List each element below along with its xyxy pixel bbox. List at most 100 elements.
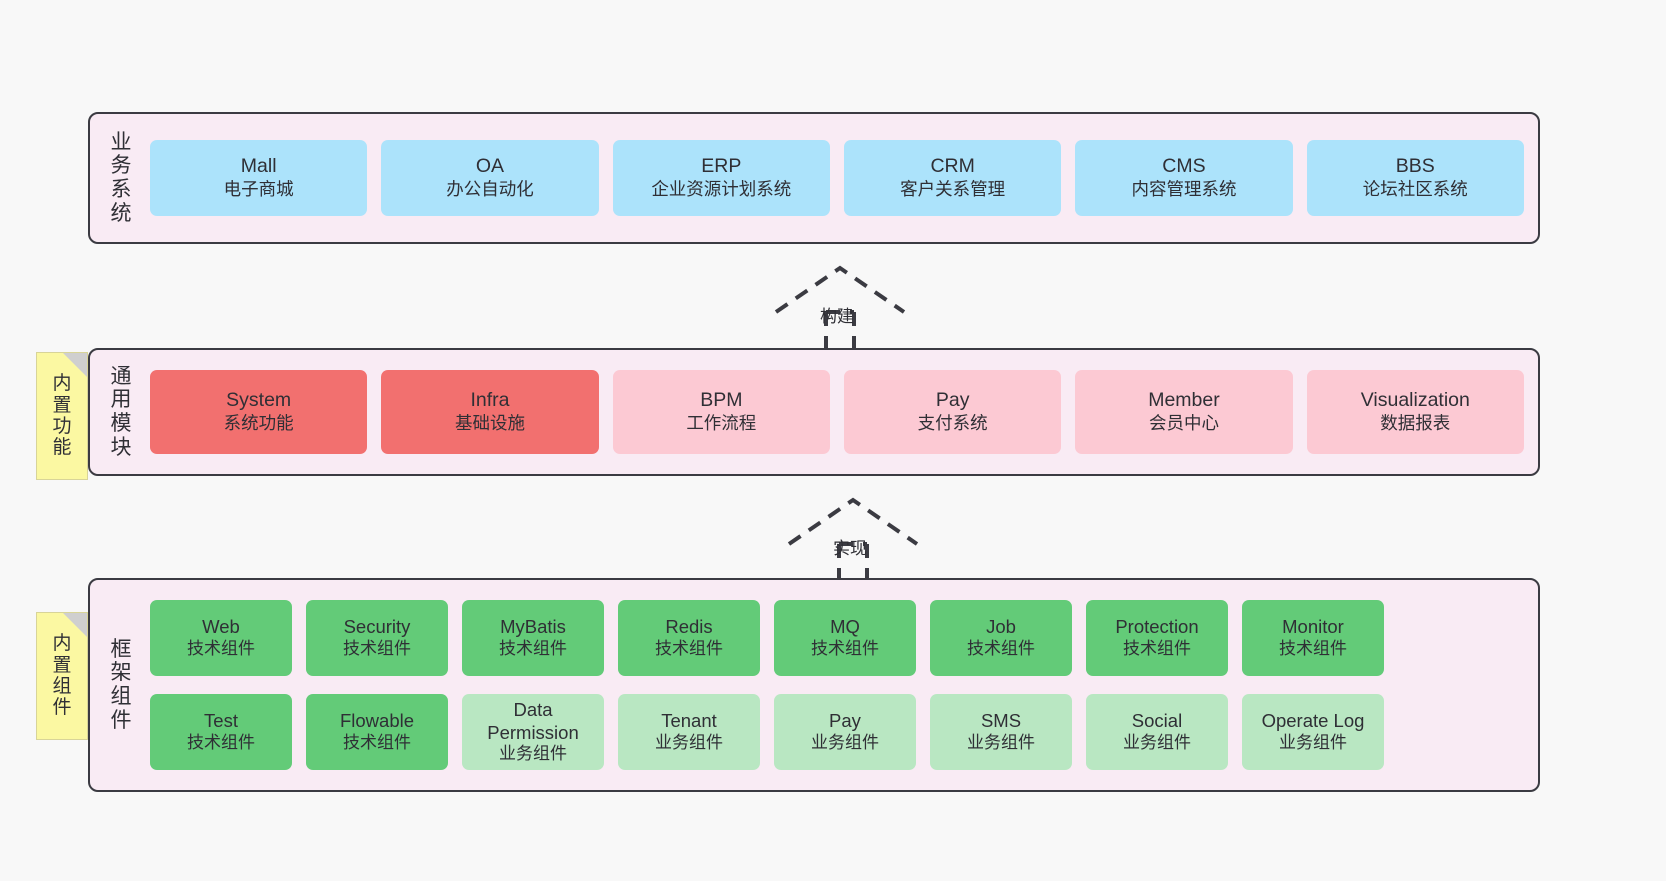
framework-card-redis[interactable]: Redis 技术组件 bbox=[618, 600, 760, 676]
card-title-cn: 工作流程 bbox=[686, 413, 757, 434]
business-card-mall[interactable]: Mall 电子商城 bbox=[150, 140, 368, 216]
card-title-cn: 基础设施 bbox=[454, 413, 525, 434]
card-title-en: Job bbox=[986, 616, 1016, 638]
layer-business-system-title: 业务系统 bbox=[110, 130, 132, 225]
card-title-cn: 业务组件 bbox=[1123, 732, 1191, 752]
note-builtin-component: 内置组件 bbox=[36, 612, 88, 740]
module-card-member[interactable]: Member 会员中心 bbox=[1075, 370, 1293, 454]
module-card-pay[interactable]: Pay 支付系统 bbox=[843, 370, 1062, 454]
business-card-cms[interactable]: CMS 内容管理系统 bbox=[1075, 140, 1293, 216]
card-title-cn: 数据报表 bbox=[1380, 413, 1451, 434]
card-title-cn: 技术组件 bbox=[187, 732, 255, 752]
business-card-erp[interactable]: ERP 企业资源计划系统 bbox=[612, 140, 830, 216]
card-title-en: Operate Log bbox=[1261, 710, 1365, 732]
card-title-cn: 客户关系管理 bbox=[900, 179, 1006, 200]
card-title-cn: 技术组件 bbox=[187, 638, 255, 658]
card-title-en: Pay bbox=[935, 389, 970, 412]
card-title-en: Infra bbox=[470, 389, 510, 412]
card-title-en: OA bbox=[475, 155, 505, 178]
card-title-en: Flowable bbox=[339, 710, 415, 732]
arrow-build-label: 构建 bbox=[820, 307, 854, 326]
card-title-cn: 技术组件 bbox=[655, 638, 723, 658]
card-title-cn: 电子商城 bbox=[223, 179, 294, 200]
card-title-en: Protection bbox=[1115, 616, 1199, 638]
card-title-en: Pay bbox=[829, 710, 861, 732]
module-card-bpm[interactable]: BPM 工作流程 bbox=[612, 370, 830, 454]
business-card-crm[interactable]: CRM 客户关系管理 bbox=[843, 140, 1062, 216]
card-title-en: Tenant bbox=[661, 710, 717, 732]
module-card-system[interactable]: System 系统功能 bbox=[150, 370, 368, 454]
card-title-en: BPM bbox=[700, 389, 743, 412]
framework-card-tenant[interactable]: Tenant 业务组件 bbox=[618, 694, 760, 770]
module-card-infra[interactable]: Infra 基础设施 bbox=[381, 370, 599, 454]
note-builtin-component-text: 内置组件 bbox=[52, 633, 72, 719]
business-card-oa[interactable]: OA 办公自动化 bbox=[381, 140, 599, 216]
framework-card-pay[interactable]: Pay 业务组件 bbox=[774, 694, 916, 770]
card-title-en: BBS bbox=[1395, 155, 1435, 178]
card-title-cn: 技术组件 bbox=[499, 638, 567, 658]
card-title-en: CMS bbox=[1162, 155, 1206, 178]
framework-component-card-list: Web 技术组件 Security 技术组件 MyBatis 技术组件 Redi… bbox=[146, 580, 1538, 790]
card-title-cn: 论坛社区系统 bbox=[1362, 179, 1468, 200]
card-title-en: MyBatis bbox=[500, 616, 566, 638]
layer-framework-component: 框架组件 Web 技术组件 Security 技术组件 MyBatis 技术组件… bbox=[88, 578, 1540, 792]
arrow-implement-label: 实现 bbox=[833, 539, 867, 558]
card-title-cn: 技术组件 bbox=[343, 638, 411, 658]
framework-card-monitor[interactable]: Monitor 技术组件 bbox=[1242, 600, 1384, 676]
card-title-en: MQ bbox=[830, 616, 860, 638]
note-builtin-feature: 内置功能 bbox=[36, 352, 88, 480]
framework-card-data-permission[interactable]: Data Permission 业务组件 bbox=[462, 694, 604, 770]
business-system-card-list: Mall 电子商城 OA 办公自动化 ERP 企业资源计划系统 CRM 客户关系… bbox=[146, 114, 1538, 242]
card-title-en: Social bbox=[1131, 710, 1183, 732]
framework-card-flowable[interactable]: Flowable 技术组件 bbox=[306, 694, 448, 770]
card-title-cn: 业务组件 bbox=[967, 732, 1035, 752]
framework-card-test[interactable]: Test 技术组件 bbox=[150, 694, 292, 770]
card-title-cn: 支付系统 bbox=[917, 413, 988, 434]
card-title-en: Visualization bbox=[1360, 389, 1470, 412]
card-title-en: System bbox=[226, 389, 292, 412]
layer-framework-component-title: 框架组件 bbox=[110, 637, 132, 732]
framework-card-mq[interactable]: MQ 技术组件 bbox=[774, 600, 916, 676]
card-title-en: ERP bbox=[701, 155, 742, 178]
framework-card-social[interactable]: Social 业务组件 bbox=[1086, 694, 1228, 770]
note-fold-icon bbox=[63, 353, 87, 377]
arrow-implement: 实现 bbox=[773, 492, 933, 584]
layer-business-system: 业务系统 Mall 电子商城 OA 办公自动化 ERP 企业资源计划系统 CRM… bbox=[88, 112, 1540, 244]
card-title-cn: 会员中心 bbox=[1148, 413, 1219, 434]
card-title-en: Redis bbox=[665, 616, 713, 638]
card-title-en: Mall bbox=[240, 155, 277, 178]
arrow-head-build bbox=[774, 265, 906, 314]
framework-card-mybatis[interactable]: MyBatis 技术组件 bbox=[462, 600, 604, 676]
business-card-bbs[interactable]: BBS 论坛社区系统 bbox=[1306, 140, 1524, 216]
card-title-cn: 技术组件 bbox=[1279, 638, 1347, 658]
framework-card-sms[interactable]: SMS 业务组件 bbox=[930, 694, 1072, 770]
card-title-cn: 业务组件 bbox=[811, 732, 879, 752]
card-title-en: SMS bbox=[980, 710, 1022, 732]
card-title-cn: 技术组件 bbox=[1123, 638, 1191, 658]
card-title-cn: 办公自动化 bbox=[446, 179, 534, 200]
card-title-cn: 企业资源计划系统 bbox=[651, 179, 792, 200]
card-title-cn: 内容管理系统 bbox=[1131, 179, 1237, 200]
arrow-head-implement bbox=[787, 497, 919, 546]
card-title-cn: 技术组件 bbox=[343, 732, 411, 752]
card-title-en: Web bbox=[202, 616, 240, 638]
framework-card-security[interactable]: Security 技术组件 bbox=[306, 600, 448, 676]
card-title-en: Monitor bbox=[1282, 616, 1344, 638]
card-title-en: CRM bbox=[930, 155, 975, 178]
card-title-cn: 系统功能 bbox=[223, 413, 294, 434]
note-fold-icon bbox=[63, 613, 87, 637]
note-builtin-feature-text: 内置功能 bbox=[52, 373, 72, 459]
framework-card-job[interactable]: Job 技术组件 bbox=[930, 600, 1072, 676]
common-module-card-list: System 系统功能 Infra 基础设施 BPM 工作流程 Pay 支付系统… bbox=[146, 350, 1538, 474]
framework-card-protection[interactable]: Protection 技术组件 bbox=[1086, 600, 1228, 676]
card-title-cn: 技术组件 bbox=[967, 638, 1035, 658]
card-title-cn: 业务组件 bbox=[655, 732, 723, 752]
framework-card-operate-log[interactable]: Operate Log 业务组件 bbox=[1242, 694, 1384, 770]
arrow-build: 构建 bbox=[760, 260, 920, 352]
framework-card-web[interactable]: Web 技术组件 bbox=[150, 600, 292, 676]
card-title-en: Member bbox=[1148, 389, 1220, 412]
card-title-en: Test bbox=[204, 710, 238, 732]
card-title-cn: 业务组件 bbox=[499, 744, 567, 764]
layer-common-module-title: 通用模块 bbox=[110, 364, 132, 459]
module-card-visualization[interactable]: Visualization 数据报表 bbox=[1306, 370, 1524, 454]
